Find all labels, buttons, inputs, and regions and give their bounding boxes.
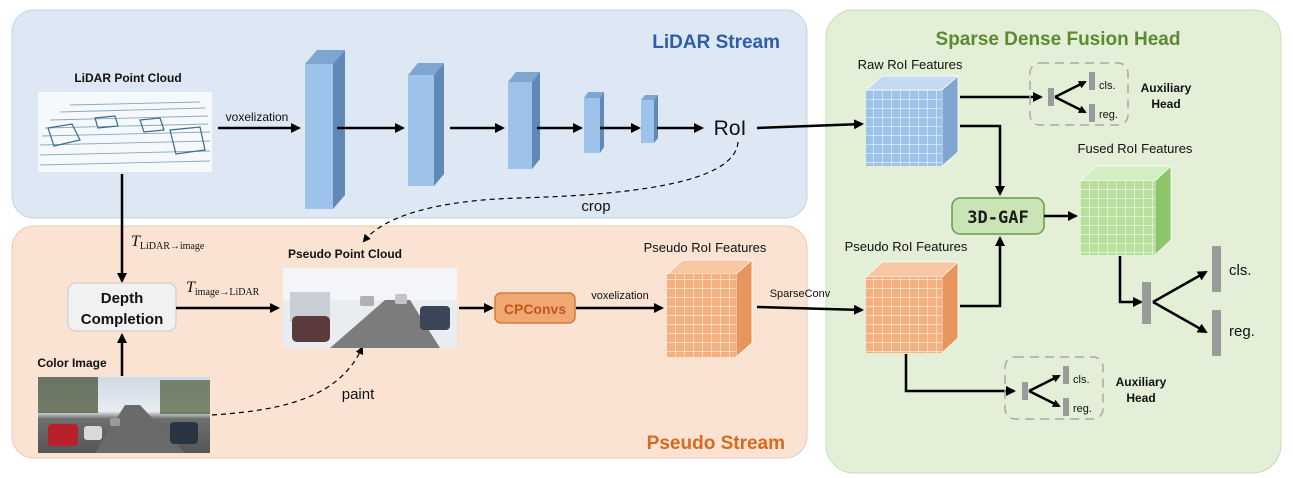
fused-roi-features-label: Fused RoI Features	[1078, 141, 1193, 156]
transform-lidar-to-image: TLiDAR→image	[131, 233, 205, 252]
arrow-roi-to-raw-features	[756, 119, 864, 130]
pseudo-roi-features-cube-stream	[665, 259, 754, 358]
arrow-pseudo-to-gaf	[960, 236, 1005, 308]
pseudo-roi-features-label-fusion: Pseudo RoI Features	[845, 239, 968, 254]
color-image-photo	[38, 377, 210, 453]
color-image-label: Color Image	[37, 356, 107, 370]
raw-roi-features-label: Raw RoI Features	[858, 57, 963, 72]
fused-roi-features-cube	[1078, 165, 1173, 256]
aux-top-cls: cls.	[1099, 80, 1116, 92]
arrow-fused-to-head	[1118, 256, 1143, 307]
depth-completion-label-line2: Completion	[81, 311, 164, 328]
sparse-conv-block-5	[641, 95, 658, 143]
aux-head-top-title-2: Head	[1151, 97, 1180, 111]
aux-bottom-cls: cls.	[1073, 374, 1090, 386]
crop-dashed-arrow	[362, 141, 739, 243]
main-head: cls. reg.	[1142, 246, 1255, 356]
cpconvs-label: CPConvs	[504, 301, 566, 317]
aux-top-reg: reg.	[1099, 109, 1118, 121]
pseudo-roi-features-label-stream: Pseudo RoI Features	[644, 240, 767, 255]
roi-label: RoI	[714, 117, 747, 140]
arrow-pseudo-to-aux-bottom	[904, 354, 1016, 396]
pseudo-roi-features-cube-fusion	[864, 261, 960, 354]
sparse-conv-block-2	[408, 63, 444, 186]
cpconvs-box: CPConvs	[494, 292, 576, 324]
sparse-conv-block-3	[508, 72, 540, 169]
paint-label: paint	[342, 386, 375, 403]
pseudo-point-cloud-image	[283, 268, 457, 348]
raw-roi-features-cube	[864, 75, 960, 167]
crop-label: crop	[581, 198, 610, 215]
aux-head-top: cls. reg.	[1029, 62, 1129, 126]
depth-completion-box: Depth Completion	[67, 282, 177, 332]
depth-completion-label-line1: Depth	[101, 290, 144, 307]
voxelization-label-pseudo: voxelization	[591, 290, 648, 302]
aux-head-bottom-title-1: Auxiliary	[1116, 375, 1167, 389]
arrow-features-to-fusion	[756, 304, 864, 315]
paint-dashed-arrow	[211, 346, 364, 416]
voxelization-label-lidar: voxelization	[226, 110, 289, 124]
lidar-stream-title: LiDAR Stream	[652, 32, 780, 53]
aux-head-top-title-1: Auxiliary	[1141, 81, 1192, 95]
sparseconv-label: SparseConv	[770, 288, 831, 300]
aux-bottom-reg: reg.	[1073, 403, 1092, 415]
transform-image-to-lidar: Timage→LiDAR	[186, 279, 260, 298]
pseudo-stream-title: Pseudo Stream	[647, 433, 785, 454]
arrow-raw-to-gaf	[960, 124, 1005, 196]
gaf-label: 3D-GAF	[967, 208, 1028, 228]
gaf-box: 3D-GAF	[951, 197, 1045, 235]
aux-head-bottom-title-2: Head	[1126, 391, 1155, 405]
lidar-point-cloud-image	[38, 92, 212, 172]
fusion-head-title: Sparse Dense Fusion Head	[936, 29, 1181, 50]
aux-head-bottom: cls. reg.	[1004, 356, 1104, 420]
sparse-conv-block-4	[584, 92, 604, 153]
sparse-conv-block-1	[305, 50, 345, 209]
main-head-reg: reg.	[1229, 323, 1255, 340]
main-head-cls: cls.	[1229, 262, 1252, 279]
lidar-point-cloud-label: LiDAR Point Cloud	[74, 71, 181, 85]
pseudo-point-cloud-label: Pseudo Point Cloud	[288, 247, 402, 261]
